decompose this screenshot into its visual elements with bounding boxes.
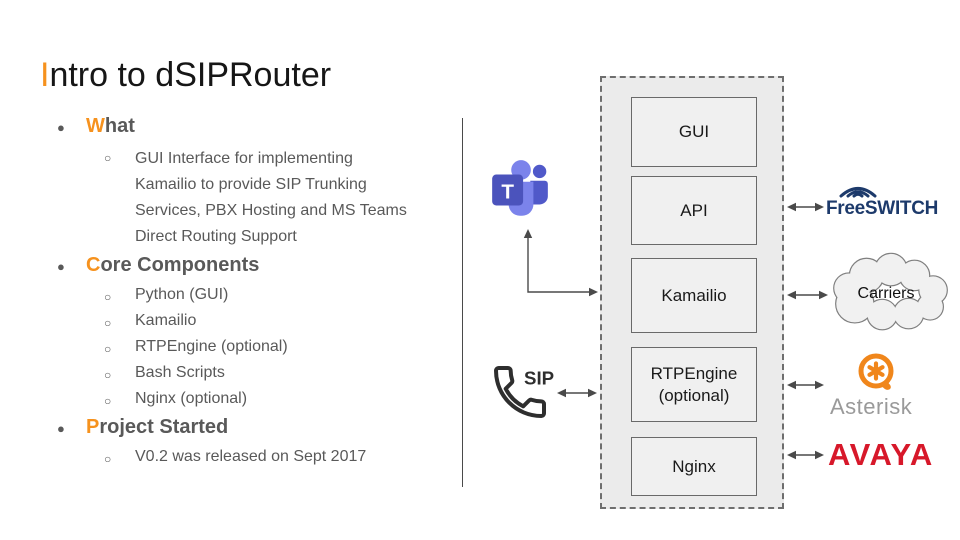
stack-box-gui: GUI (631, 97, 757, 167)
stack-box-kamailio: Kamailio (631, 258, 757, 333)
sub-bullet-circle: ○ (104, 316, 112, 330)
core-item-kamailio: Kamailio (135, 312, 197, 329)
bullet-dot: ● (57, 259, 65, 274)
sub-bullet-circle: ○ (104, 368, 112, 382)
freeswitch-arcs-icon (839, 187, 877, 198)
heading-core-accent: C (86, 254, 101, 276)
stack-box-rtpengine: RTPEngine (optional) (631, 347, 757, 422)
carriers-label: Carriers (857, 285, 915, 302)
heading-project-started: Project Started (86, 416, 228, 439)
heading-what: What (86, 115, 135, 138)
what-line-1: GUI Interface for implementing (135, 150, 353, 167)
sub-bullet-circle: ○ (104, 394, 112, 408)
bullet-dot: ● (57, 421, 65, 436)
heading-started-rest: roject Started (99, 416, 229, 438)
bullet-dot: ● (57, 120, 65, 135)
sub-bullet-circle: ○ (104, 151, 112, 165)
stack-box-nginx: Nginx (631, 437, 757, 496)
heading-what-accent: W (86, 115, 105, 137)
title-accent-letter: I (40, 56, 50, 94)
heading-what-rest: hat (104, 115, 135, 137)
freeswitch-logo: FreeSWITCH (826, 183, 956, 220)
heading-core-components: Core Components (86, 254, 259, 277)
teams-letter: T (501, 180, 514, 203)
sub-bullet-circle: ○ (104, 342, 112, 356)
title-rest: ntro to dSIPRouter (49, 56, 332, 94)
sip-phone-icon: SIP (492, 360, 556, 424)
core-item-rtpengine: RTPEngine (optional) (135, 338, 288, 355)
sub-bullet-circle: ○ (104, 452, 112, 466)
what-line-4: Direct Routing Support (135, 228, 297, 245)
page-title: Intro to dSIPRouter (40, 56, 331, 95)
core-item-nginx: Nginx (optional) (135, 390, 248, 407)
core-item-bash: Bash Scripts (135, 364, 225, 381)
stack-box-api: API (631, 176, 757, 245)
asterisk-label: Asterisk (830, 394, 913, 419)
dsiprouter-stack-container: GUI API Kamailio RTPEngine (optional) Ng… (600, 76, 784, 509)
sub-bullet-circle: ○ (104, 290, 112, 304)
heading-started-accent: P (86, 416, 100, 438)
freeswitch-label: FreeSWITCH (826, 198, 939, 219)
vertical-divider (462, 118, 463, 487)
sip-label: SIP (524, 368, 554, 389)
what-description: GUI Interface for implementing Kamailio … (135, 146, 407, 250)
ms-teams-icon: T (487, 157, 553, 223)
asterisk-bubble-icon (858, 353, 894, 390)
avaya-logo: AVAYA (828, 437, 934, 472)
asterisk-logo: Asterisk (830, 350, 940, 420)
started-item-release: V0.2 was released on Sept 2017 (135, 448, 367, 465)
carriers-cloud: Carriers (822, 251, 960, 339)
heading-core-rest: ore Components (100, 254, 260, 276)
what-line-3: Services, PBX Hosting and MS Teams (135, 202, 407, 219)
core-item-python: Python (GUI) (135, 286, 229, 303)
what-line-2: Kamailio to provide SIP Trunking (135, 176, 367, 193)
